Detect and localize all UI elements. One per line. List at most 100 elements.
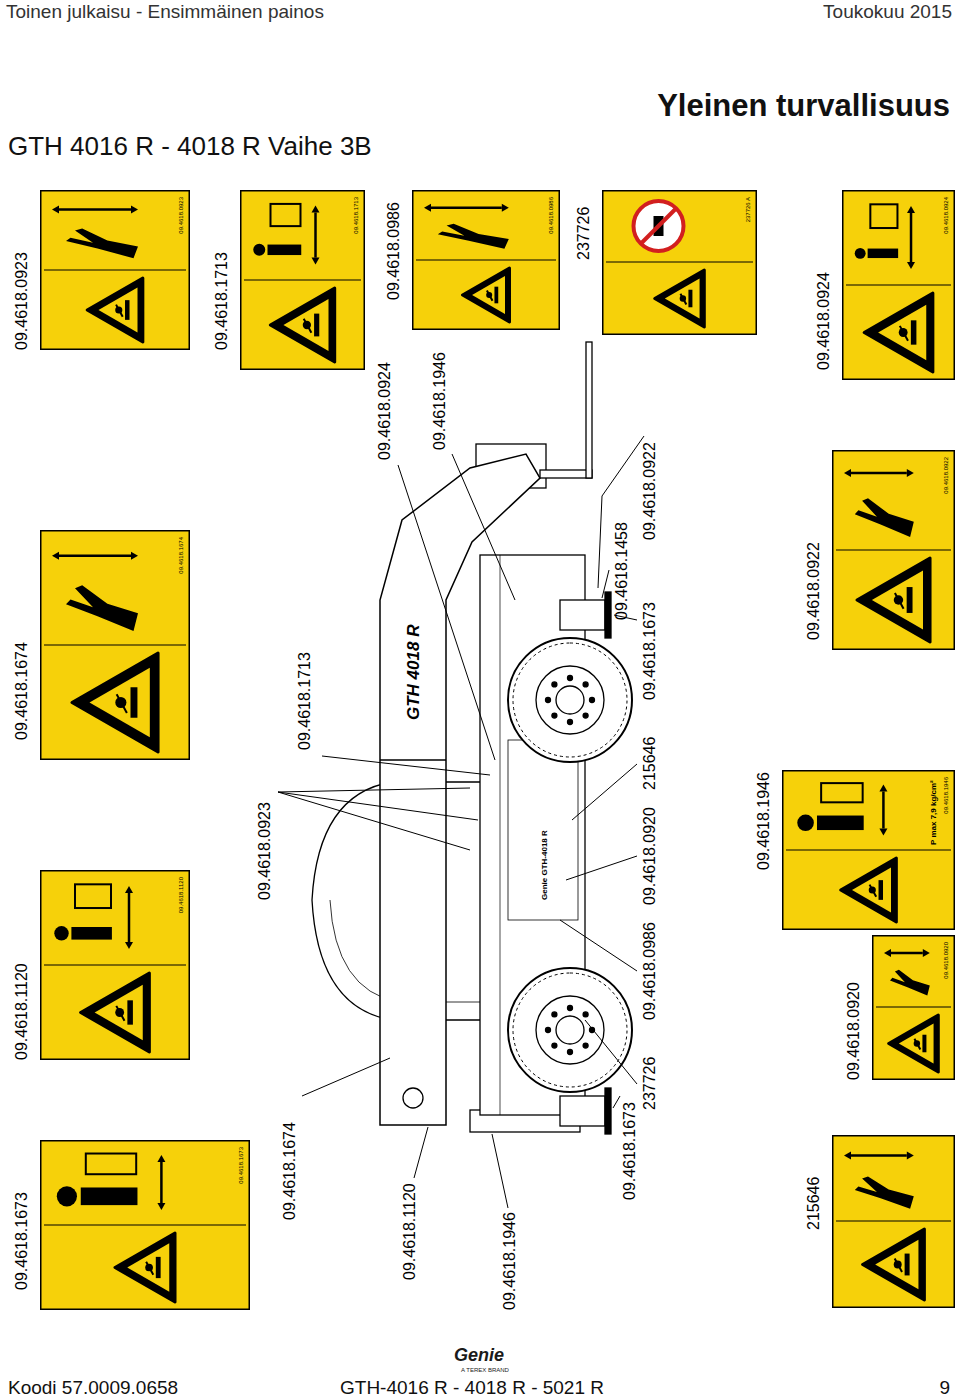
decal-pictogram [842, 190, 955, 380]
leader-line [278, 788, 478, 850]
drawing-shape [41, 871, 190, 1060]
drawing-shape [283, 299, 328, 351]
drawing-shape [606, 262, 753, 263]
drawing-shape [907, 1152, 914, 1160]
drawing-shape [87, 278, 143, 342]
drawing-shape [552, 713, 557, 718]
decal-code: 09.4618.0924 [942, 196, 950, 235]
drawing-shape [833, 1136, 955, 1308]
drawing-shape [864, 293, 933, 372]
decal-pictogram [240, 190, 365, 370]
drawing-shape [879, 829, 887, 836]
leader-line [560, 920, 637, 971]
page-heading: Yleinen turvallisuus [657, 88, 950, 124]
drawing-shape [900, 326, 908, 341]
drawing-shape [882, 791, 885, 828]
rear-stabilizer [560, 1096, 605, 1126]
decal-code: 09.4618.1713 [352, 196, 360, 235]
drawing-shape [81, 1187, 138, 1205]
decal-callout: 09.4618.0924 09.4618.0924 [812, 190, 955, 380]
drawing-shape [57, 1186, 77, 1206]
chassis-line [500, 555, 501, 1115]
decal-number: 09.4618.0924 [814, 272, 834, 370]
decal-number: 215646 [804, 1177, 824, 1230]
drawing-shape [851, 472, 907, 475]
drawing-shape [41, 531, 190, 760]
leader-line [452, 454, 515, 600]
drawing-shape [688, 290, 692, 308]
drawing-shape [583, 682, 588, 687]
drawing-shape [910, 213, 913, 262]
drawing-shape [895, 593, 904, 609]
decal-number: 09.4618.1946 [754, 772, 774, 870]
drawing-shape [844, 469, 851, 477]
drawing-shape [127, 1000, 133, 1024]
drawing-shape [241, 191, 365, 370]
drawing-shape [72, 653, 158, 752]
callout-number: 09.4618.0986 [640, 922, 660, 1020]
callout-number: 09.4618.1120 [400, 1183, 420, 1280]
decal-pictogram [832, 1135, 955, 1308]
drawing-shape [125, 942, 133, 949]
drawing-shape [131, 206, 138, 214]
drawing-shape [855, 498, 914, 537]
rotated-sheet: 09.4618.1674 09.4618.0923 09.4618.1713 09.4… [0, 180, 960, 1320]
drawing-shape [890, 970, 930, 996]
drawing-shape [268, 245, 302, 256]
callout-number: 09.4618.1674 [280, 1122, 300, 1220]
drawing-shape [508, 638, 632, 762]
engine-cover [508, 740, 578, 920]
model-heading: GTH 4016 R - 4018 R Vaihe 3B [8, 132, 372, 162]
drawing-shape [879, 784, 887, 791]
drawing-shape [872, 571, 923, 630]
leader-line [302, 1058, 390, 1096]
decal-code: 09.4618.0920 [942, 941, 950, 980]
drawing-shape [312, 258, 320, 265]
decal-callout: 09.4618.112009.4618.1120 [10, 870, 190, 1060]
leader-line [572, 764, 637, 820]
drawing-shape [271, 204, 301, 226]
drawing-shape [552, 1012, 557, 1017]
drawing-shape [54, 926, 68, 940]
wheels [508, 638, 632, 1092]
callout-number: 09.4618.0924 [375, 362, 395, 460]
drawing-shape [157, 1203, 165, 1210]
drawing-shape [472, 276, 505, 314]
callout-number: 09.4618.1946 [430, 352, 450, 450]
safety-decal: 09.4618.0923 [40, 190, 190, 350]
drawing-shape [156, 1257, 161, 1278]
safety-decal: 09.4618.0922 [832, 450, 955, 650]
drawing-shape [836, 550, 951, 551]
drawing-shape [655, 270, 705, 327]
drawing-shape [905, 1254, 910, 1276]
rear-stabilizer-pad [605, 1088, 611, 1134]
decal-number: 237726 [574, 207, 594, 260]
drawing-shape [52, 206, 59, 214]
boom-pivot [403, 1088, 423, 1108]
drawing-shape [66, 229, 138, 259]
drawing-shape [583, 1043, 588, 1048]
drawing-shape [146, 1262, 153, 1275]
drawing-shape [907, 262, 915, 269]
safety-decal: 09.4618.0924 [842, 190, 955, 380]
decal-code: 09.4618.0922 [942, 456, 950, 495]
decal-pictogram [602, 190, 757, 335]
drawing-shape [923, 949, 930, 957]
header-text: Toinen julkaisu - Ensimmäinen painos [6, 2, 324, 23]
drawing-shape [879, 880, 883, 900]
drawing-shape [536, 666, 604, 734]
drawing-shape [568, 1006, 573, 1011]
drawing-shape [836, 1221, 951, 1222]
decal-pictogram [40, 1140, 250, 1310]
drawing-shape [59, 208, 131, 211]
drawing-shape [536, 996, 604, 1064]
decal-pictogram [412, 190, 560, 330]
drawing-shape [314, 314, 319, 337]
drawing-shape [131, 687, 138, 717]
drawing-shape [899, 1024, 934, 1064]
decal-callout: 215646 [802, 1135, 955, 1308]
footer-code: Koodi 57.0009.0658 [8, 1378, 178, 1399]
brand-logo: Genie [454, 1346, 504, 1366]
drawing-shape [914, 1039, 920, 1050]
drawing-shape [634, 201, 684, 251]
